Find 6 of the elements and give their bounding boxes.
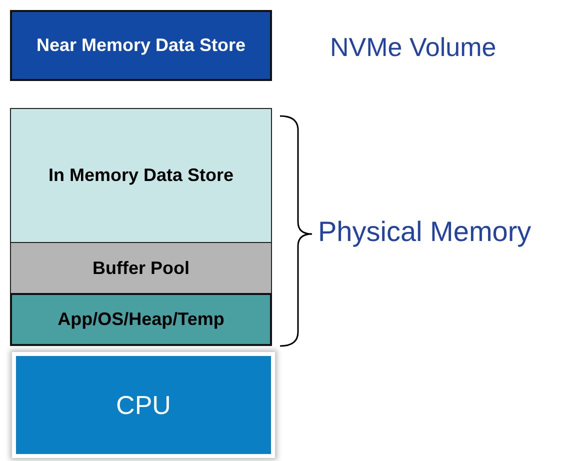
- memory-block: App/OS/Heap/Temp: [10, 293, 272, 346]
- volume-label: NVMe Volume: [330, 32, 496, 63]
- memory-block: Buffer Pool: [10, 242, 272, 294]
- memory-block: In Memory Data Store: [10, 108, 272, 243]
- memory-label: Physical Memory: [318, 216, 532, 248]
- storage-block: Near Memory Data Store: [10, 10, 272, 81]
